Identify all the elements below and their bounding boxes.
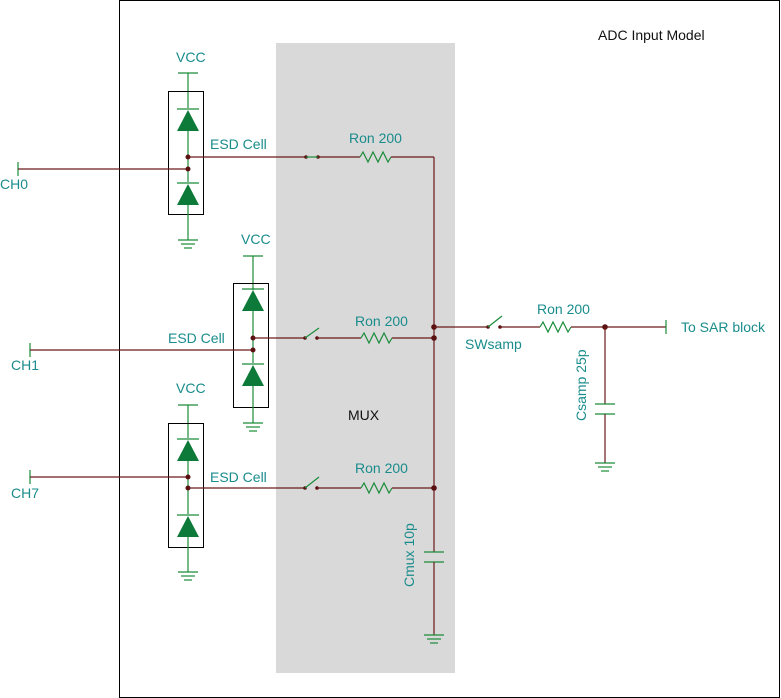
output-label: To SAR block <box>681 319 766 335</box>
sampling-stage: SWsamp Ron 200 Csamp 25p To SAR block <box>434 301 766 472</box>
switch-icon <box>487 315 503 328</box>
cmux-capacitor: Cmux 10p <box>401 523 444 644</box>
swsamp-label: SWsamp <box>465 336 522 352</box>
vcc-label-ch1: VCC <box>241 231 271 247</box>
diagram-title: ADC Input Model <box>598 27 705 43</box>
vcc-label-ch0: VCC <box>176 49 206 65</box>
ron-label-ch7: Ron 200 <box>355 460 408 476</box>
channel-label-ch1: CH1 <box>11 357 39 373</box>
diode-icon <box>177 516 199 537</box>
esd-label-ch0: ESD Cell <box>210 136 267 152</box>
mux-block <box>276 43 455 673</box>
esd-cell-box-ch0 <box>168 91 204 215</box>
channel-label-ch0: CH0 <box>0 176 28 192</box>
channel-ch0: VCC ESD Cell CH0 Ron 200 <box>0 49 434 249</box>
diode-icon <box>242 290 264 311</box>
esd-cell-box-ch7 <box>168 423 204 548</box>
diode-icon <box>177 110 199 131</box>
diode-icon <box>177 440 199 461</box>
ron-label-ch0: Ron 200 <box>349 130 402 146</box>
resistor-icon <box>359 150 392 164</box>
resistor-icon <box>539 320 572 334</box>
resistor-icon <box>360 481 393 495</box>
ron-label-ch1: Ron 200 <box>355 313 408 329</box>
diode-icon <box>177 184 199 205</box>
channel-ch1: VCC ESD Cell CH1 Ron 200 <box>11 231 434 432</box>
esd-label-ch1: ESD Cell <box>168 330 225 346</box>
cmux-label: Cmux 10p <box>401 523 417 587</box>
channel-ch7: VCC ESD Cell CH7 Ron 200 <box>11 380 434 581</box>
esd-cell-box-ch1 <box>233 283 269 408</box>
csamp-label: Csamp 25p <box>573 349 589 421</box>
mux-label: MUX <box>348 407 380 423</box>
ron-out-label: Ron 200 <box>537 301 590 317</box>
vcc-label-ch7: VCC <box>176 380 206 396</box>
esd-label-ch7: ESD Cell <box>210 469 267 485</box>
diode-icon <box>242 365 264 386</box>
channel-label-ch7: CH7 <box>11 485 39 501</box>
resistor-icon <box>360 331 393 345</box>
